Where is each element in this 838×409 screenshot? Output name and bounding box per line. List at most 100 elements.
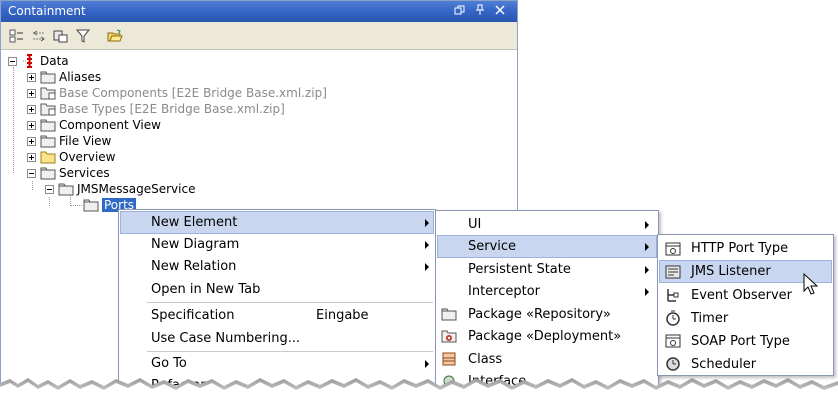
menu-item-specification[interactable]: Specification Eingabe xyxy=(120,304,434,327)
package-icon xyxy=(83,198,99,212)
tree-node-jmsmessageservice[interactable]: JMSMessageService xyxy=(45,181,195,197)
menu-item-label: Package «Deployment» xyxy=(468,329,622,344)
panel-toolbar xyxy=(1,22,517,50)
menu-item-persistent-state[interactable]: Persistent State xyxy=(437,258,657,281)
menu-item-label: Open in New Tab xyxy=(151,282,261,297)
expand-toggle[interactable] xyxy=(27,152,36,162)
expand-toggle[interactable] xyxy=(27,136,36,146)
new-element-submenu: UI Service Persistent State Interceptor … xyxy=(435,210,659,409)
tree-node-base-components[interactable]: Base Components [E2E Bridge Base.xml.zip… xyxy=(27,85,327,101)
panel-title: Containment xyxy=(8,4,86,18)
show-element-icon[interactable] xyxy=(53,28,69,44)
event-observer-icon xyxy=(665,287,681,303)
mouse-cursor-icon xyxy=(803,273,819,295)
menu-item-label: Package «Repository» xyxy=(468,307,611,322)
torn-edge xyxy=(0,378,838,409)
menu-item-event-observer[interactable]: Event Observer xyxy=(659,284,832,307)
menu-item-shortcut: Eingabe xyxy=(316,308,369,323)
expand-toggle[interactable] xyxy=(27,72,36,82)
menu-item-label: Persistent State xyxy=(468,262,571,277)
menu-item-label: Specification xyxy=(151,308,235,323)
tree-node-label: Aliases xyxy=(59,70,102,84)
expand-icon[interactable] xyxy=(31,28,47,44)
collapse-toggle[interactable] xyxy=(8,56,17,66)
package-icon xyxy=(40,134,56,148)
package-icon xyxy=(40,70,56,84)
menu-item-label: Use Case Numbering... xyxy=(151,331,301,346)
timer-icon xyxy=(665,310,681,326)
menu-item-timer[interactable]: Timer xyxy=(659,307,832,330)
open-folder-icon[interactable] xyxy=(107,28,123,44)
submenu-arrow-icon xyxy=(425,360,429,368)
expand-toggle[interactable] xyxy=(27,104,36,114)
menu-item-service[interactable]: Service xyxy=(437,235,657,258)
soap-port-icon xyxy=(665,333,681,349)
deployment-package-icon xyxy=(441,328,457,344)
tree-node-services[interactable]: Services xyxy=(27,165,110,181)
http-port-icon xyxy=(665,241,681,257)
submenu-arrow-icon xyxy=(425,219,429,227)
containment-panel: Containment xyxy=(0,0,518,409)
menu-item-label: Class xyxy=(468,352,503,367)
menu-item-label: New Diagram xyxy=(151,237,240,252)
package-icon xyxy=(40,166,56,180)
menu-item-label: Go To xyxy=(151,356,187,371)
menu-item-label: SOAP Port Type xyxy=(691,334,790,349)
menu-item-scheduler[interactable]: Scheduler xyxy=(659,353,832,376)
tree-node-overview[interactable]: Overview xyxy=(27,149,116,165)
menu-item-jms-listener[interactable]: JMS Listener xyxy=(659,260,832,283)
menu-item-go-to[interactable]: Go To xyxy=(120,352,434,375)
menu-item-new-diagram[interactable]: New Diagram xyxy=(120,233,434,256)
expand-toggle[interactable] xyxy=(27,88,36,98)
expand-toggle[interactable] xyxy=(27,120,36,130)
jms-listener-icon xyxy=(665,264,681,280)
service-submenu: HTTP Port Type JMS Listener Event Observ… xyxy=(657,234,834,376)
menu-item-ui[interactable]: UI xyxy=(437,213,657,236)
menu-item-label: New Relation xyxy=(151,259,237,274)
class-icon xyxy=(441,351,457,367)
tree-node-label: Base Types [E2E Bridge Base.xml.zip] xyxy=(59,102,285,116)
menu-item-open-in-new-tab[interactable]: Open in New Tab xyxy=(120,278,434,301)
panel-titlebar: Containment xyxy=(1,1,517,22)
package-module-icon xyxy=(40,86,56,100)
menu-item-label: JMS Listener xyxy=(691,264,771,279)
submenu-arrow-icon xyxy=(645,266,649,274)
close-icon[interactable] xyxy=(493,4,507,18)
collapse-toggle[interactable] xyxy=(45,184,54,194)
restore-icon[interactable] xyxy=(453,4,467,18)
submenu-arrow-icon xyxy=(645,288,649,296)
menu-item-package-deployment[interactable]: Package «Deployment» xyxy=(437,325,657,348)
menu-item-new-relation[interactable]: New Relation xyxy=(120,255,434,278)
submenu-arrow-icon xyxy=(645,221,649,229)
tree-node-ports[interactable]: Ports xyxy=(83,197,137,213)
collapse-all-icon[interactable] xyxy=(9,28,25,44)
menu-item-use-case-numbering[interactable]: Use Case Numbering... xyxy=(120,327,434,350)
menu-item-package-repository[interactable]: Package «Repository» xyxy=(437,303,657,326)
menu-item-label: UI xyxy=(468,217,482,232)
tree-root-label: Data xyxy=(40,54,69,68)
collapse-toggle[interactable] xyxy=(27,168,36,178)
menu-item-new-element[interactable]: New Element xyxy=(120,211,434,234)
tree-node-aliases[interactable]: Aliases xyxy=(27,69,101,85)
tree-node-base-types[interactable]: Base Types [E2E Bridge Base.xml.zip] xyxy=(27,101,285,117)
menu-item-label: Service xyxy=(468,239,517,254)
tree-node-file-view[interactable]: File View xyxy=(27,133,111,149)
menu-item-soap-port-type[interactable]: SOAP Port Type xyxy=(659,330,832,353)
menu-separator xyxy=(147,302,433,303)
package-icon xyxy=(40,118,56,132)
tree-node-component-view[interactable]: Component View xyxy=(27,117,161,133)
package-icon xyxy=(441,306,457,322)
folder-icon xyxy=(40,150,56,164)
pin-icon[interactable] xyxy=(473,4,487,18)
menu-item-class[interactable]: Class xyxy=(437,348,657,371)
menu-separator xyxy=(147,351,433,352)
tree-node-label: JMSMessageService xyxy=(77,182,196,196)
filter-icon[interactable] xyxy=(75,28,91,44)
tree-root[interactable]: Data xyxy=(8,53,69,69)
menu-item-http-port-type[interactable]: HTTP Port Type xyxy=(659,237,832,260)
menu-item-label: Scheduler xyxy=(691,357,757,372)
menu-item-label: Interceptor xyxy=(468,284,541,299)
model-root-icon xyxy=(21,54,37,68)
tree-node-label: Base Components [E2E Bridge Base.xml.zip… xyxy=(59,86,327,100)
menu-item-interceptor[interactable]: Interceptor xyxy=(437,280,657,303)
